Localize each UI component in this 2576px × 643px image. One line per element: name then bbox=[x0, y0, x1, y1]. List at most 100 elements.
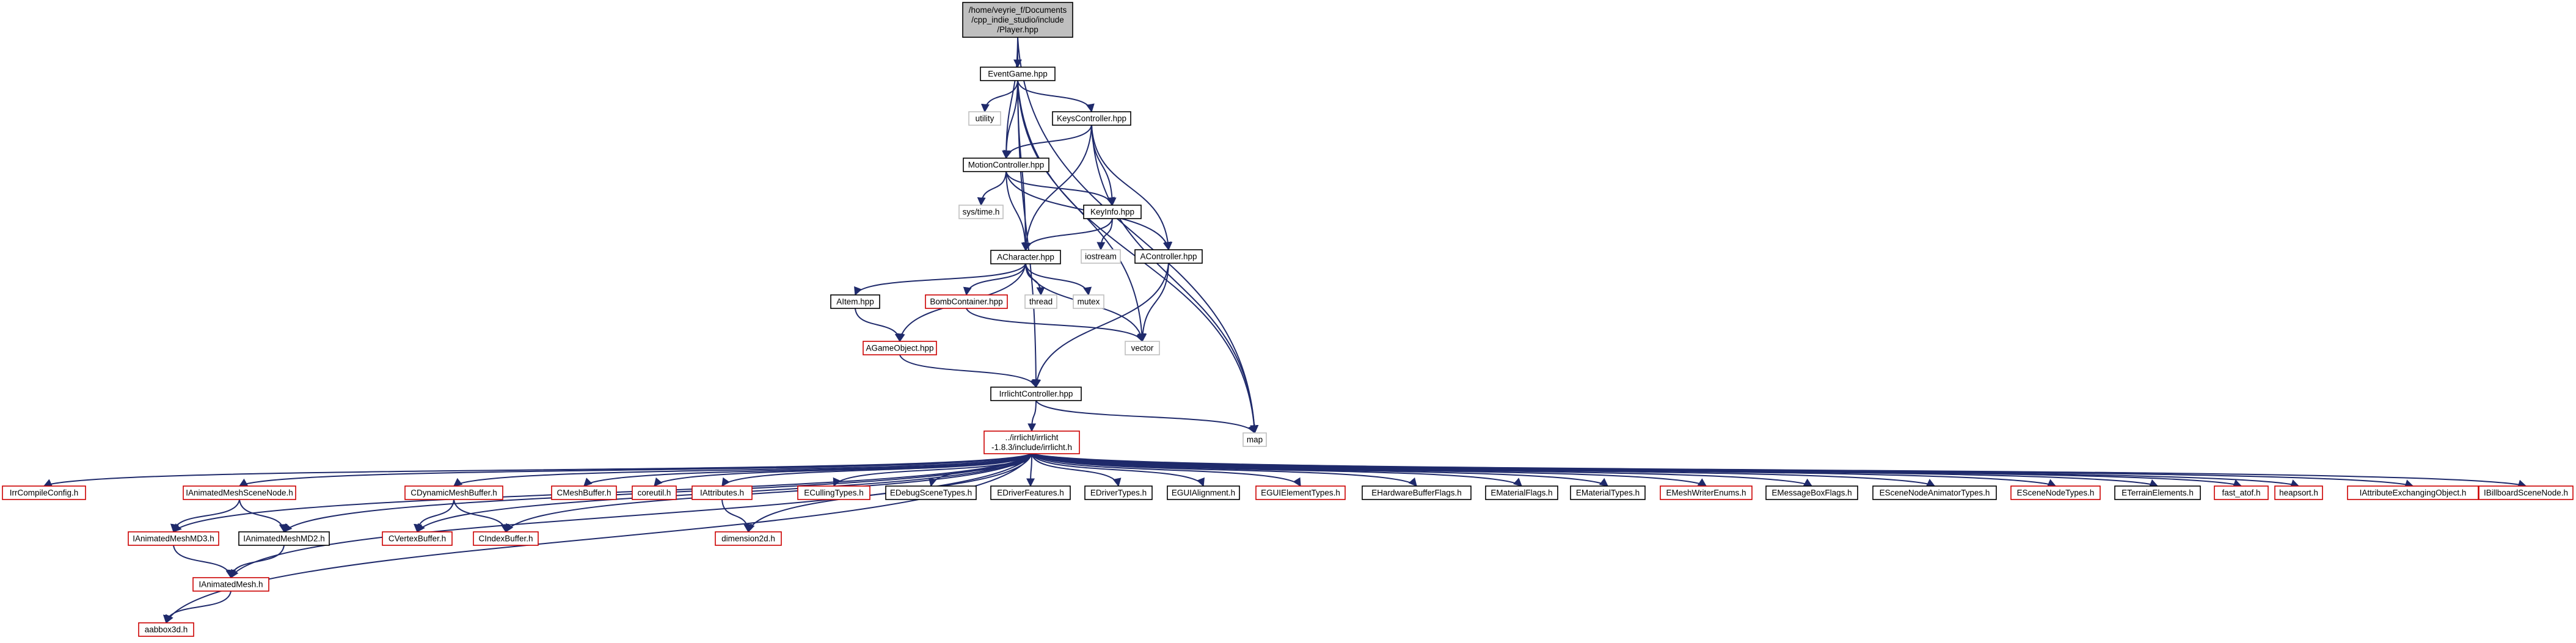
node-box-cindexbuffer[interactable] bbox=[473, 531, 539, 546]
node-edriverfeatures[interactable]: EDriverFeatures.h bbox=[990, 485, 1071, 500]
node-eventgame[interactable]: EventGame.hpp bbox=[980, 67, 1056, 81]
node-emeshwriterenums[interactable]: EMeshWriterEnums.h bbox=[1660, 485, 1753, 500]
node-irrcompileconfig[interactable]: IrrCompileConfig.h bbox=[2, 485, 86, 500]
node-vector[interactable]: vector bbox=[1125, 341, 1160, 355]
node-aitem[interactable]: AItem.hpp bbox=[830, 294, 880, 309]
node-keyinfo[interactable]: KeyInfo.hpp bbox=[1083, 205, 1142, 219]
node-box-systime[interactable] bbox=[958, 205, 1004, 219]
node-box-fastatof[interactable] bbox=[2214, 485, 2269, 500]
node-box-cmeshbuffer[interactable] bbox=[551, 485, 617, 500]
node-dimension2d[interactable]: dimension2d.h bbox=[715, 531, 782, 546]
node-box-aabbox3d[interactable] bbox=[138, 622, 194, 637]
node-box-agameobject[interactable] bbox=[863, 341, 937, 355]
node-box-edriverfeatures[interactable] bbox=[990, 485, 1071, 500]
node-box-cvertexbuffer[interactable] bbox=[382, 531, 453, 546]
node-box-eguielementtypes[interactable] bbox=[1255, 485, 1346, 500]
node-mutex[interactable]: mutex bbox=[1073, 294, 1104, 309]
node-box-keyinfo[interactable] bbox=[1083, 205, 1142, 219]
node-ibillboardscenenode[interactable]: IBillboardSceneNode.h bbox=[2478, 485, 2574, 500]
node-box-motioncontroller[interactable] bbox=[963, 158, 1049, 172]
node-box-vector[interactable] bbox=[1125, 341, 1160, 355]
node-fastatof[interactable]: fast_atof.h bbox=[2214, 485, 2269, 500]
node-box-coreutil[interactable] bbox=[632, 485, 677, 500]
node-ecullingtypes[interactable]: ECullingTypes.h bbox=[797, 485, 870, 500]
node-eguielementtypes[interactable]: EGUIElementTypes.h bbox=[1255, 485, 1346, 500]
node-box-irrlicht[interactable] bbox=[983, 430, 1080, 454]
node-systime[interactable]: sys/time.h bbox=[958, 205, 1004, 219]
node-acharacter[interactable]: ACharacter.hpp bbox=[990, 250, 1061, 264]
node-box-cdynamicmeshbuffer[interactable] bbox=[404, 485, 503, 500]
node-cdynamicmeshbuffer[interactable]: CDynamicMeshBuffer.h bbox=[404, 485, 503, 500]
node-box-acharacter[interactable] bbox=[990, 250, 1061, 264]
node-ehardwarebufferflags[interactable]: EHardwareBufferFlags.h bbox=[1362, 485, 1472, 500]
node-box-irrlichtcontroller[interactable] bbox=[990, 387, 1082, 401]
node-box-iattributeexchangingobject[interactable] bbox=[2347, 485, 2479, 500]
node-irrlichtcontroller[interactable]: IrrlichtController.hpp bbox=[990, 387, 1082, 401]
node-box-iostream[interactable] bbox=[1081, 249, 1121, 264]
node-thread[interactable]: thread bbox=[1024, 294, 1057, 309]
node-ematerialflags[interactable]: EMaterialFlags.h bbox=[1485, 485, 1558, 500]
node-box-bombcontainer[interactable] bbox=[925, 294, 1008, 309]
node-box-ianimatedmeshscenenode[interactable] bbox=[183, 485, 296, 500]
node-box-ematerialtypes[interactable] bbox=[1570, 485, 1646, 500]
node-acontroller[interactable]: AController.hpp bbox=[1134, 249, 1203, 264]
node-box-player[interactable] bbox=[962, 2, 1073, 38]
node-eterrainelements[interactable]: ETerrainElements.h bbox=[2114, 485, 2201, 500]
node-box-ehardwarebufferflags[interactable] bbox=[1362, 485, 1472, 500]
node-iostream[interactable]: iostream bbox=[1081, 249, 1121, 264]
node-box-map[interactable] bbox=[1242, 432, 1267, 447]
node-bombcontainer[interactable]: BombContainer.hpp bbox=[925, 294, 1008, 309]
node-box-iattributes[interactable] bbox=[691, 485, 753, 500]
node-ianimatedmesh[interactable]: IAnimatedMesh.h bbox=[192, 577, 269, 592]
node-emessageboxflags[interactable]: EMessageBoxFlags.h bbox=[1765, 485, 1858, 500]
node-box-dimension2d[interactable] bbox=[715, 531, 782, 546]
node-box-mutex[interactable] bbox=[1073, 294, 1104, 309]
node-motioncontroller[interactable]: MotionController.hpp bbox=[963, 158, 1049, 172]
node-box-ecullingtypes[interactable] bbox=[797, 485, 870, 500]
node-utility[interactable]: utility bbox=[968, 111, 1001, 126]
node-ianimatedmeshmd3[interactable]: IAnimatedMeshMD3.h bbox=[128, 531, 219, 546]
node-cindexbuffer[interactable]: CIndexBuffer.h bbox=[473, 531, 539, 546]
node-box-eguialignment[interactable] bbox=[1167, 485, 1240, 500]
node-box-thread[interactable] bbox=[1024, 294, 1057, 309]
node-edebugscenetypes[interactable]: EDebugSceneTypes.h bbox=[885, 485, 977, 500]
node-aabbox3d[interactable]: aabbox3d.h bbox=[138, 622, 194, 637]
node-box-emeshwriterenums[interactable] bbox=[1660, 485, 1753, 500]
node-map[interactable]: map bbox=[1242, 432, 1267, 447]
node-irrlicht[interactable]: ../irrlicht/irrlicht-1.8.3/include/irrli… bbox=[983, 430, 1080, 454]
node-heapsort[interactable]: heapsort.h bbox=[2274, 485, 2323, 500]
node-agameobject[interactable]: AGameObject.hpp bbox=[863, 341, 937, 355]
node-box-edrivertypes[interactable] bbox=[1084, 485, 1153, 500]
node-escenenodetypes[interactable]: ESceneNodeTypes.h bbox=[2010, 485, 2101, 500]
node-box-escenenodetypes[interactable] bbox=[2010, 485, 2101, 500]
node-cmeshbuffer[interactable]: CMeshBuffer.h bbox=[551, 485, 617, 500]
node-box-keyscontroller[interactable] bbox=[1052, 111, 1131, 126]
node-box-emessageboxflags[interactable] bbox=[1765, 485, 1858, 500]
node-box-irrcompileconfig[interactable] bbox=[2, 485, 86, 500]
node-ianimatedmeshmd2[interactable]: IAnimatedMeshMD2.h bbox=[238, 531, 330, 546]
node-box-ianimatedmesh[interactable] bbox=[192, 577, 269, 592]
node-box-utility[interactable] bbox=[968, 111, 1001, 126]
node-box-aitem[interactable] bbox=[830, 294, 880, 309]
node-edrivertypes[interactable]: EDriverTypes.h bbox=[1084, 485, 1153, 500]
node-box-ibillboardscenenode[interactable] bbox=[2478, 485, 2574, 500]
node-keyscontroller[interactable]: KeysController.hpp bbox=[1052, 111, 1131, 126]
node-box-eterrainelements[interactable] bbox=[2114, 485, 2201, 500]
node-box-ianimatedmeshmd2[interactable] bbox=[238, 531, 330, 546]
node-box-ematerialflags[interactable] bbox=[1485, 485, 1558, 500]
node-ematerialtypes[interactable]: EMaterialTypes.h bbox=[1570, 485, 1646, 500]
node-box-acontroller[interactable] bbox=[1134, 249, 1203, 264]
node-box-ianimatedmeshmd3[interactable] bbox=[128, 531, 219, 546]
node-box-edebugscenetypes[interactable] bbox=[885, 485, 977, 500]
node-player[interactable]: /home/veyrie_f/Documents/cpp_indie_studi… bbox=[962, 2, 1073, 38]
node-coreutil[interactable]: coreutil.h bbox=[632, 485, 677, 500]
node-iattributeexchangingobject[interactable]: IAttributeExchangingObject.h bbox=[2347, 485, 2479, 500]
node-iattributes[interactable]: IAttributes.h bbox=[691, 485, 753, 500]
node-box-heapsort[interactable] bbox=[2274, 485, 2323, 500]
node-eguialignment[interactable]: EGUIAlignment.h bbox=[1167, 485, 1240, 500]
node-escenenodeanimatortypes[interactable]: ESceneNodeAnimatorTypes.h bbox=[1872, 485, 1997, 500]
node-box-eventgame[interactable] bbox=[980, 67, 1056, 81]
node-cvertexbuffer[interactable]: CVertexBuffer.h bbox=[382, 531, 453, 546]
node-ianimatedmeshscenenode[interactable]: IAnimatedMeshSceneNode.h bbox=[183, 485, 296, 500]
node-box-escenenodeanimatortypes[interactable] bbox=[1872, 485, 1997, 500]
